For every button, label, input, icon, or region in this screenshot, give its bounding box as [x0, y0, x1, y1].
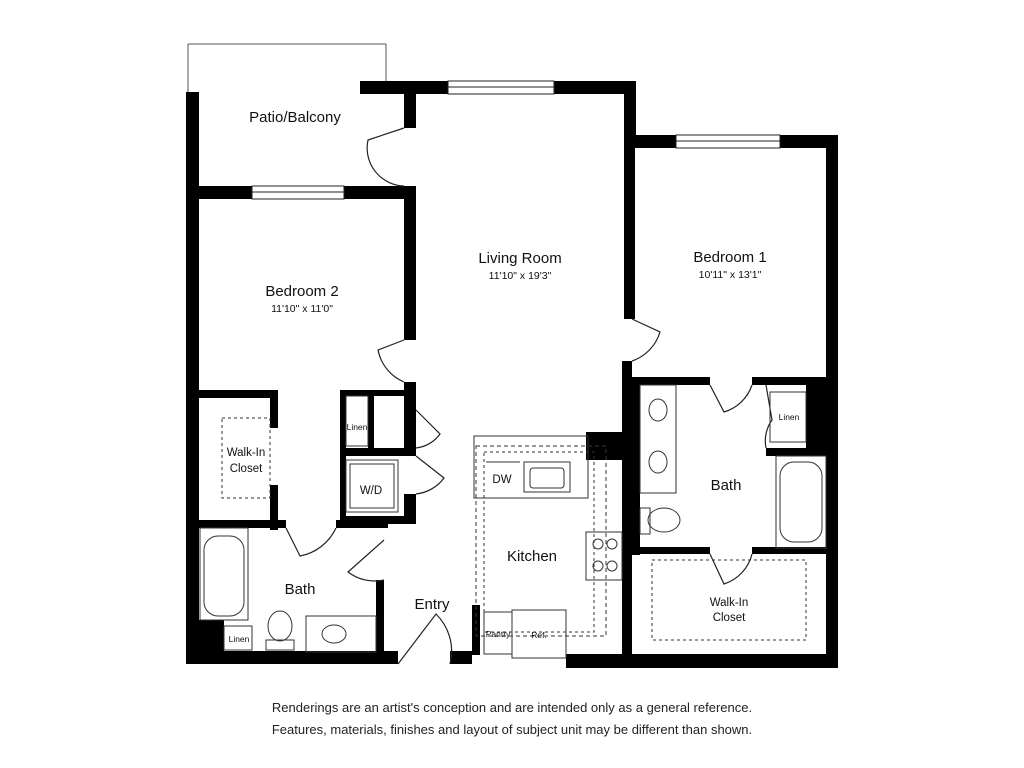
kitchen-fixtures [473, 435, 623, 659]
disclaimer-line-2: Features, materials, finishes and layout… [271, 722, 753, 737]
washer-dryer-label: W/D [360, 485, 382, 497]
living-room-label: Living Room [478, 250, 561, 267]
dishwasher-label: DW [492, 474, 511, 486]
floor-plan: Patio/Balcony Living Room 11'10" x 19'3"… [186, 43, 838, 668]
walkin-closet-1-label-line1: Walk-In [710, 597, 749, 609]
walkin-closet-2-label-line1: Walk-In [227, 447, 266, 459]
living-room-dimensions: 11'10" x 19'3" [489, 270, 552, 282]
bedroom1-dimensions: 10'11" x 13'1" [699, 269, 762, 281]
entry-label: Entry [414, 596, 450, 613]
linen-closet-label-3: Linen [229, 634, 250, 644]
patio-label: Patio/Balcony [249, 109, 341, 126]
bath1-label: Bath [711, 477, 742, 494]
bath-fixtures [199, 384, 827, 653]
kitchen-label: Kitchen [507, 548, 557, 565]
linen-closet-label-1: Linen [347, 422, 368, 432]
bedroom1-label: Bedroom 1 [693, 249, 766, 266]
bedroom2-label: Bedroom 2 [265, 283, 338, 300]
walkin-closet-1-label-line2: Closet [713, 612, 746, 624]
windows [251, 80, 781, 200]
disclaimer-line-1: Renderings are an artist's conception an… [271, 700, 753, 715]
pantry-label: Pantry [486, 629, 511, 639]
bath2-label: Bath [285, 581, 316, 598]
doors [285, 127, 773, 665]
walls [186, 81, 838, 668]
linen-closet-label-2: Linen [779, 412, 800, 422]
patio-outline [187, 43, 387, 92]
refrigerator-label: Ref. [531, 630, 547, 640]
bedroom2-dimensions: 11'10" x 11'0" [271, 303, 333, 315]
walkin-closet-2-label-line2: Closet [230, 463, 263, 475]
